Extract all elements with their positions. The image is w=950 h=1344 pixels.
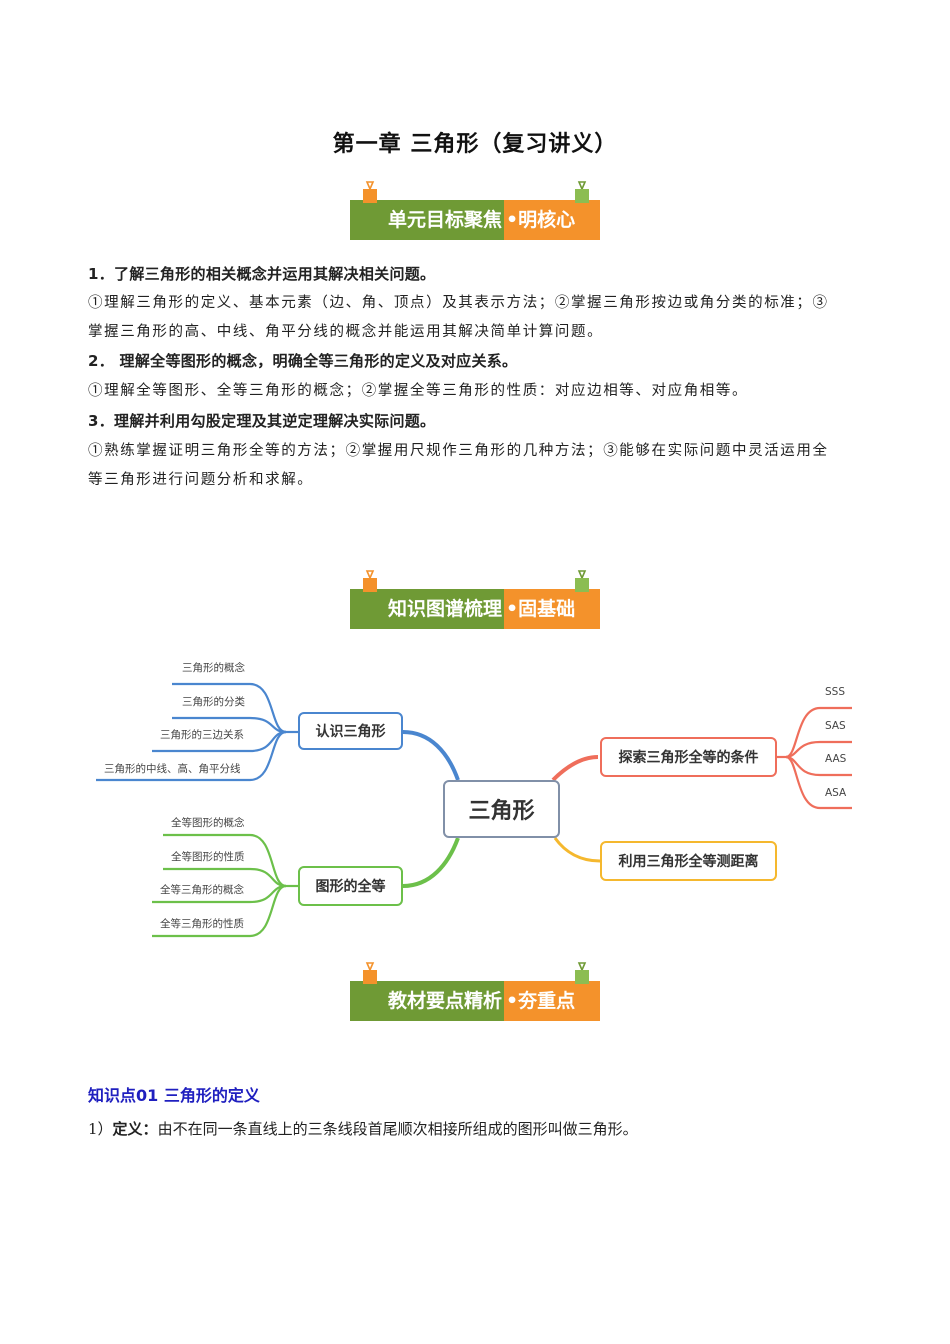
banner-orange-block <box>504 589 600 629</box>
mindmap-branch-node: 图形的全等 <box>298 866 403 906</box>
mindmap-connectors <box>96 682 852 938</box>
mindmap-branch-node: 探索三角形全等的条件 <box>600 737 777 777</box>
mindmap-leaf: AAS <box>825 753 847 765</box>
mindmap-leaf: 全等三角形的概念 <box>160 884 244 896</box>
page-title: 第一章 三角形（复习讲义） <box>332 132 618 157</box>
definition-paragraph: 1）定义：由不在同一条直线上的三条线段首尾顺次相接所组成的图形叫做三角形。 <box>88 1118 638 1139</box>
definition-text: 由不在同一条直线上的三条线段首尾顺次相接所组成的图形叫做三角形。 <box>157 1120 638 1138</box>
binder-clip-icon <box>363 181 377 203</box>
mindmap-leaf: 三角形的三边关系 <box>160 729 244 741</box>
mindmap-branch-node: 利用三角形全等测距离 <box>600 841 777 881</box>
banner-main-label: 单元目标聚焦 <box>387 209 502 231</box>
objective-heading: 2． 理解全等图形的概念，明确全等三角形的定义及对应关系。 <box>88 352 518 370</box>
mindmap-leaf: 三角形的中线、高、角平分线 <box>104 763 241 775</box>
objective-detail: ①理解三角形的定义、基本元素（边、角、顶点）及其表示方法；②掌握三角形按边或角分… <box>88 295 829 311</box>
binder-clip-icon <box>363 962 377 984</box>
objective-detail: 等三角形进行问题分析和求解。 <box>88 472 314 488</box>
objective-heading: 1．了解三角形的相关概念并运用其解决相关问题。 <box>88 265 436 283</box>
binder-clip-icon <box>575 181 589 203</box>
mindmap-center-node: 三角形 <box>443 780 560 838</box>
mindmap-leaf: 全等图形的性质 <box>171 851 245 863</box>
mindmap-leaf: SAS <box>825 720 846 732</box>
mindmap-leaf: ASA <box>825 787 847 799</box>
definition-prefix: 1） <box>88 1120 113 1138</box>
binder-clip-icon <box>363 570 377 592</box>
banner-orange-block <box>504 981 600 1021</box>
banner-orange-block <box>504 200 600 240</box>
banner-green-block <box>350 589 504 629</box>
banner-green-block <box>350 200 504 240</box>
mindmap-leaf: SSS <box>825 686 845 698</box>
banner-knowledge-map: 知识图谱梳理 •固基础 <box>350 589 600 629</box>
binder-clip-icon <box>575 962 589 984</box>
banner-sub-label: •明核心 <box>506 209 576 231</box>
knowledge-point-title: 知识点01 三角形的定义 <box>88 1086 260 1105</box>
banner-unit-goals: 单元目标聚焦 •明核心 <box>350 200 600 240</box>
objective-detail: ①理解全等图形、全等三角形的概念；②掌握全等三角形的性质：对应边相等、对应角相等… <box>88 383 749 399</box>
mindmap-branch-node: 认识三角形 <box>298 712 403 750</box>
objective-heading: 3．理解并利用勾股定理及其逆定理解决实际问题。 <box>88 412 436 430</box>
banner-main-label: 知识图谱梳理 <box>387 598 502 620</box>
binder-clip-icon <box>575 570 589 592</box>
mindmap-leaf: 全等图形的概念 <box>171 817 245 829</box>
banner-green-block <box>350 981 504 1021</box>
objective-detail: ①熟练掌握证明三角形全等的方法；②掌握用尺规作三角形的几种方法；③能够在实际问题… <box>88 443 829 459</box>
banner-main-label: 教材要点精析 <box>387 990 502 1012</box>
mindmap-leaf: 三角形的概念 <box>182 662 245 674</box>
banner-sub-label: •夯重点 <box>506 990 576 1012</box>
banner-textbook-points: 教材要点精析 •夯重点 <box>350 981 600 1021</box>
definition-label: 定义： <box>112 1120 158 1138</box>
mindmap-leaf: 全等三角形的性质 <box>160 918 244 930</box>
objective-detail: 掌握三角形的高、中线、角平分线的概念并能运用其解决简单计算问题。 <box>88 324 604 340</box>
banner-sub-label: •固基础 <box>506 598 576 620</box>
mindmap-leaf: 三角形的分类 <box>182 696 245 708</box>
